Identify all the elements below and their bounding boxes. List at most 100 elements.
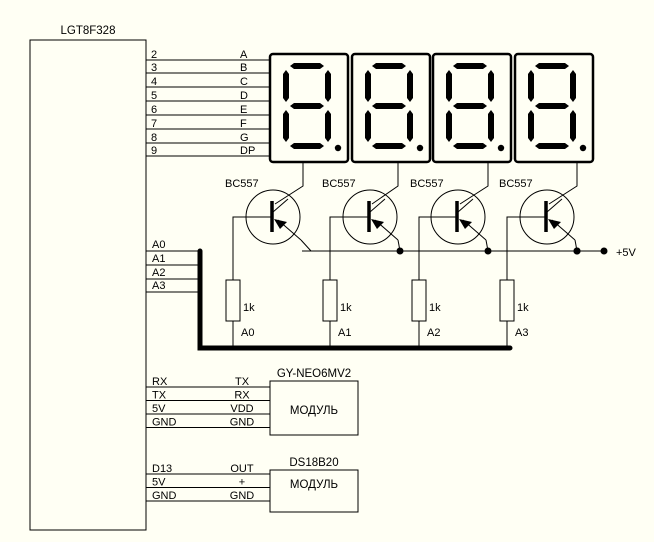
segment-g bbox=[535, 103, 569, 109]
segment-b bbox=[570, 70, 576, 102]
resistor-value: 1k bbox=[429, 302, 441, 314]
segment-e bbox=[528, 110, 534, 142]
digit-pin-a1: A1 bbox=[146, 253, 200, 266]
segment-a bbox=[372, 63, 406, 69]
display-digit-4 bbox=[513, 52, 595, 164]
module-body-label: МОДУЛЬ bbox=[290, 479, 338, 491]
segment-dp bbox=[334, 144, 342, 152]
module-pin-label: OUT bbox=[230, 463, 254, 475]
module-connection: TX RX bbox=[146, 390, 270, 402]
module-pin-label: GND bbox=[230, 417, 255, 429]
resistor-value: 1k bbox=[340, 302, 352, 314]
segment-label: E bbox=[240, 104, 247, 116]
module-pin-label: + bbox=[239, 477, 245, 489]
mcu-pin-label: GND bbox=[152, 417, 177, 429]
mcu-lgt8f328: LGT8F328 bbox=[29, 25, 147, 531]
supply-label: +5V bbox=[616, 247, 637, 259]
transistor-model: BC557 bbox=[499, 178, 533, 190]
mcu-pin-label: RX bbox=[152, 376, 168, 388]
base-wire bbox=[506, 216, 546, 280]
mcu-pin-label: D13 bbox=[152, 463, 172, 475]
supply-terminal bbox=[600, 247, 608, 255]
transistor-model: BC557 bbox=[322, 178, 356, 190]
resistor-value: 1k bbox=[517, 302, 529, 314]
emitter-arrow-icon bbox=[459, 219, 472, 229]
control-label: A2 bbox=[427, 327, 440, 339]
mcu-pin-label: TX bbox=[152, 390, 167, 402]
transistor-collector bbox=[457, 198, 474, 213]
module-pin-label: VDD bbox=[230, 403, 253, 415]
digit-bus bbox=[197, 248, 513, 351]
segment-e bbox=[446, 110, 452, 142]
mcu-body bbox=[29, 39, 147, 531]
pin-number: 6 bbox=[151, 104, 157, 116]
pin-number: 2 bbox=[151, 49, 157, 61]
segment-dp bbox=[579, 144, 587, 152]
segment-label: A bbox=[240, 49, 248, 61]
segment-label: D bbox=[240, 90, 248, 102]
pin-number: 8 bbox=[151, 132, 157, 144]
mcu-pin-label: GND bbox=[152, 490, 177, 502]
segment-dp bbox=[416, 144, 424, 152]
segment-f bbox=[528, 70, 534, 102]
collector-wire bbox=[274, 162, 304, 205]
segment-a bbox=[535, 63, 569, 69]
segment-label: G bbox=[240, 132, 249, 144]
module-name: GY-NEO6MV2 bbox=[277, 368, 351, 380]
module-pin-label: GND bbox=[230, 490, 255, 502]
control-label: A0 bbox=[241, 327, 254, 339]
module-connection: 5V + bbox=[146, 477, 270, 489]
segment-d bbox=[290, 143, 324, 149]
base-wire bbox=[232, 216, 272, 280]
pin-label: A2 bbox=[152, 267, 165, 279]
emitter-arrow-icon bbox=[548, 219, 561, 229]
module-pin-label: RX bbox=[234, 390, 250, 402]
module-connection: GND GND bbox=[146, 490, 270, 502]
segment-f bbox=[365, 70, 371, 102]
collector-wire bbox=[548, 162, 578, 205]
base-wire bbox=[418, 216, 457, 280]
segment-f bbox=[283, 70, 289, 102]
display-digit-1 bbox=[268, 52, 350, 164]
emitter-arrow-icon bbox=[274, 219, 287, 229]
pin-number: 3 bbox=[151, 62, 157, 74]
mcu-pin-label: 5V bbox=[152, 477, 166, 489]
control-label: A3 bbox=[515, 327, 528, 339]
transistor-collector bbox=[546, 198, 563, 213]
module-pin-label: TX bbox=[235, 376, 250, 388]
segment-a bbox=[453, 63, 487, 69]
emitter-wire bbox=[300, 239, 312, 252]
pin-label: A3 bbox=[152, 280, 165, 292]
pin-number: 7 bbox=[151, 118, 157, 130]
resistor-value: 1k bbox=[243, 302, 255, 314]
base-wire bbox=[329, 216, 369, 280]
mcu-title: LGT8F328 bbox=[61, 25, 116, 37]
segment-c bbox=[488, 110, 494, 142]
segment-a bbox=[290, 63, 324, 69]
segment-label: C bbox=[240, 76, 248, 88]
segment-e bbox=[365, 110, 371, 142]
resistor bbox=[411, 279, 427, 322]
transistor-collector bbox=[272, 198, 289, 213]
pin-number: 9 bbox=[151, 145, 157, 157]
pin-label: A1 bbox=[152, 253, 165, 265]
resistor bbox=[225, 279, 241, 322]
segment-c bbox=[325, 110, 331, 142]
collector-wire bbox=[371, 162, 399, 205]
collector-wire bbox=[459, 162, 489, 205]
module-connection: GND GND bbox=[146, 417, 270, 429]
display-digit-3 bbox=[431, 52, 513, 164]
resistor bbox=[499, 279, 515, 322]
